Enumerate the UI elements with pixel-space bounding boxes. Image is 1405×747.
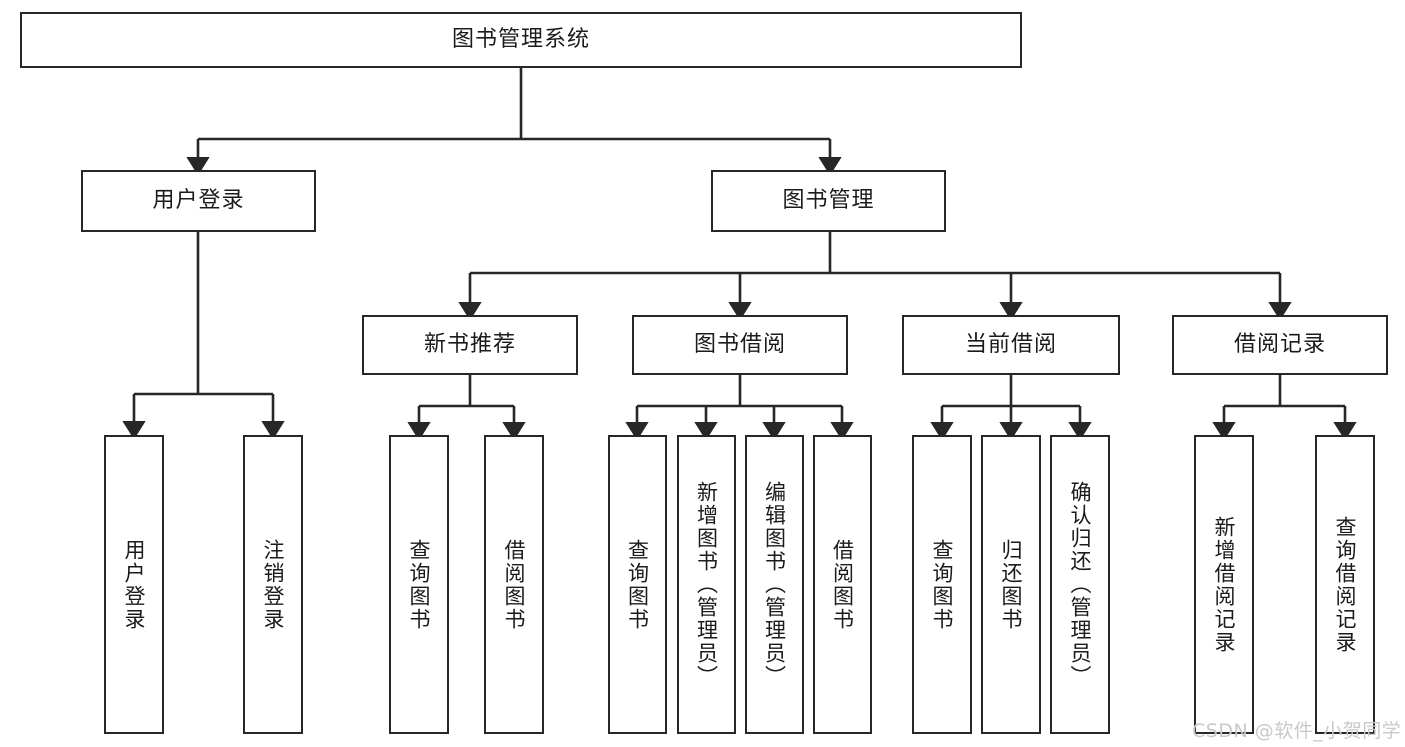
node-leaf-0[interactable]: 用户登录 — [104, 435, 164, 734]
node-leaf-2[interactable]: 查询图书 — [389, 435, 449, 734]
node-leaf-11[interactable]: 新增借阅记录 — [1194, 435, 1254, 734]
node-leaf-1[interactable]: 注销登录 — [243, 435, 303, 734]
node-leaf-7[interactable]: 借阅图书 — [813, 435, 872, 734]
leaf-node-label: 确认归还（管理员） — [1068, 481, 1093, 688]
node-level2-0[interactable]: 用户登录 — [81, 170, 316, 232]
leaf-node-label: 新增借阅记录 — [1212, 515, 1237, 654]
node-leaf-9[interactable]: 归还图书 — [981, 435, 1041, 734]
leaf-node-label: 查询借阅记录 — [1333, 515, 1358, 654]
level3-node-label: 图书借阅 — [693, 331, 786, 357]
node-leaf-10[interactable]: 确认归还（管理员） — [1050, 435, 1110, 734]
level3-node-label: 借阅记录 — [1233, 331, 1326, 357]
leaf-node-label: 查询图书 — [930, 538, 955, 631]
node-level3-1[interactable]: 图书借阅 — [632, 315, 848, 375]
node-leaf-8[interactable]: 查询图书 — [912, 435, 972, 734]
node-leaf-12[interactable]: 查询借阅记录 — [1315, 435, 1375, 734]
leaf-node-label: 查询图书 — [625, 538, 650, 631]
leaf-node-label: 借阅图书 — [830, 538, 855, 631]
leaf-node-label: 编辑图书（管理员） — [762, 481, 787, 688]
node-root-图书管理系统[interactable]: 图书管理系统 — [20, 12, 1022, 68]
node-leaf-3[interactable]: 借阅图书 — [484, 435, 544, 734]
leaf-node-label: 用户登录 — [122, 538, 147, 631]
level3-node-label: 当前借阅 — [964, 331, 1057, 357]
node-leaf-6[interactable]: 编辑图书（管理员） — [745, 435, 804, 734]
leaf-node-label: 借阅图书 — [502, 538, 527, 631]
leaf-node-label: 注销登录 — [261, 538, 286, 631]
node-level3-3[interactable]: 借阅记录 — [1172, 315, 1388, 375]
leaf-node-label: 归还图书 — [999, 538, 1024, 631]
leaf-node-label: 查询图书 — [407, 538, 432, 631]
node-leaf-4[interactable]: 查询图书 — [608, 435, 667, 734]
level3-node-label: 新书推荐 — [423, 331, 516, 357]
node-leaf-5[interactable]: 新增图书（管理员） — [677, 435, 736, 734]
leaf-node-label: 新增图书（管理员） — [694, 481, 719, 688]
node-level2-1[interactable]: 图书管理 — [711, 170, 946, 232]
root-node-label: 图书管理系统 — [451, 26, 590, 52]
level2-node-label: 图书管理 — [782, 187, 875, 213]
node-level3-0[interactable]: 新书推荐 — [362, 315, 578, 375]
node-level3-2[interactable]: 当前借阅 — [902, 315, 1120, 375]
level2-node-label: 用户登录 — [152, 187, 245, 213]
